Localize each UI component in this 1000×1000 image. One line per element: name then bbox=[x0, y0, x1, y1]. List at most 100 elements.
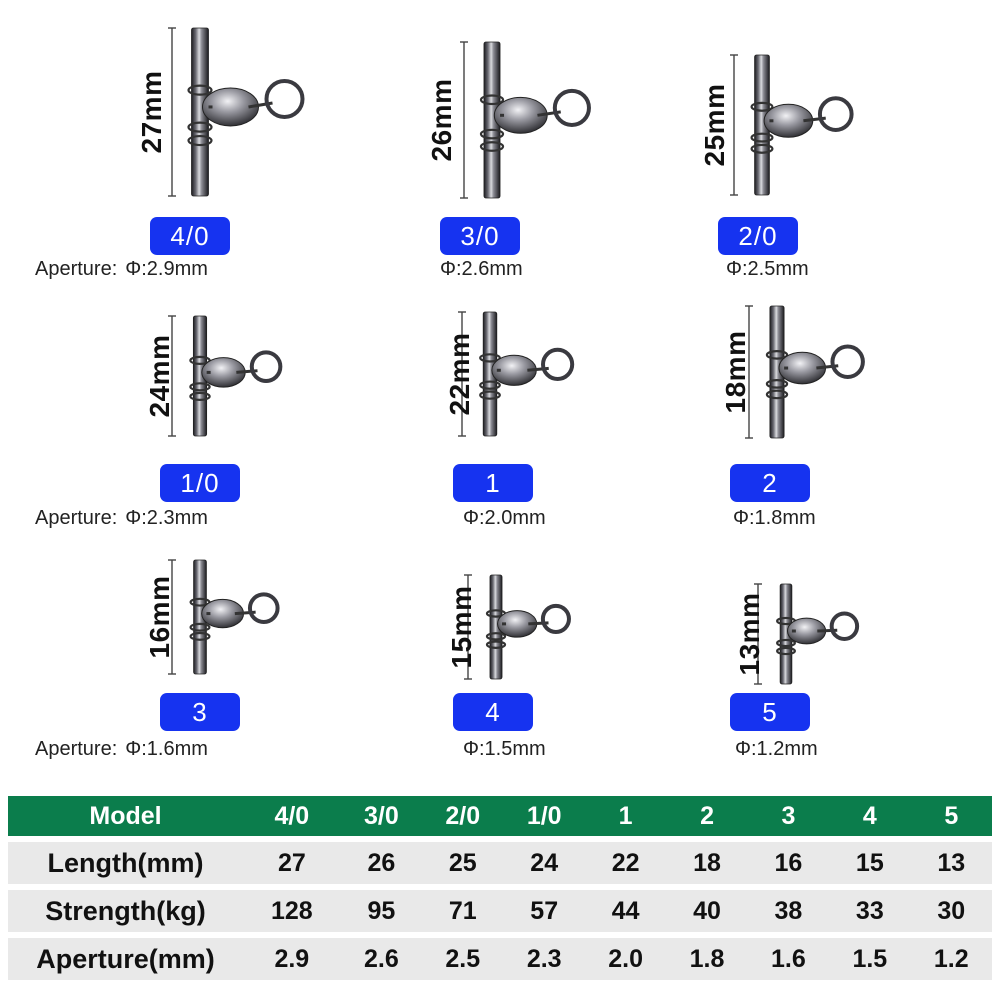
aperture-info: Aperture: Φ:1.6mm bbox=[35, 738, 208, 761]
table-cell: 95 bbox=[340, 890, 423, 932]
aperture-value: Φ:2.5mm bbox=[726, 258, 809, 280]
three-way-swivel-icon bbox=[730, 54, 854, 196]
length-label: 26mm bbox=[426, 78, 457, 162]
table-cell: 24 bbox=[503, 842, 585, 884]
table-cell: 1.8 bbox=[666, 938, 748, 980]
aperture-info: Aperture: Φ:2.3mm bbox=[35, 507, 208, 530]
model-badge: 4 bbox=[453, 693, 533, 731]
aperture-info: Aperture: Φ:2.9mm bbox=[35, 258, 208, 281]
spec-table: Model 4/0 3/0 2/0 1/0 1 2 3 4 5 Length(m… bbox=[8, 790, 992, 986]
table-header-cell: 1/0 bbox=[503, 796, 585, 836]
aperture-info: Φ:2.0mm bbox=[455, 507, 546, 530]
table-cell: 44 bbox=[584, 890, 667, 932]
length-label: 27mm bbox=[136, 70, 167, 154]
aperture-info: Φ:1.5mm bbox=[455, 738, 546, 761]
table-cell: 1.5 bbox=[829, 938, 911, 980]
three-way-swivel-icon bbox=[460, 41, 591, 199]
table-cell: 2.5 bbox=[422, 938, 504, 980]
three-way-swivel-icon bbox=[168, 559, 280, 675]
table-header-cell: 3/0 bbox=[340, 796, 423, 836]
table-cell: 16 bbox=[747, 842, 830, 884]
table-header-row: Model 4/0 3/0 2/0 1/0 1 2 3 4 5 bbox=[8, 796, 992, 836]
table-header-cell: 2 bbox=[666, 796, 748, 836]
aperture-label: Aperture: bbox=[35, 258, 118, 280]
three-way-swivel-icon bbox=[458, 311, 575, 437]
table-header-cell: 4/0 bbox=[243, 796, 341, 836]
table-cell: 26 bbox=[340, 842, 423, 884]
model-badge: 1 bbox=[453, 464, 533, 502]
aperture-value: Φ:2.0mm bbox=[463, 507, 546, 529]
table-cell: 1.6 bbox=[747, 938, 830, 980]
table-cell: 30 bbox=[910, 890, 992, 932]
three-way-swivel-icon bbox=[168, 27, 305, 197]
table-cell: 18 bbox=[666, 842, 748, 884]
three-way-swivel-icon bbox=[464, 574, 571, 680]
length-label: 24mm bbox=[144, 334, 175, 418]
table-cell: 27 bbox=[243, 842, 341, 884]
length-label: 16mm bbox=[144, 575, 175, 659]
length-label: 15mm bbox=[446, 585, 477, 669]
aperture-value: Φ:2.3mm bbox=[125, 507, 208, 529]
table-header-cell: 5 bbox=[910, 796, 992, 836]
three-way-swivel-icon bbox=[745, 305, 865, 439]
table-cell: 2.3 bbox=[503, 938, 585, 980]
table-row-aperture: Aperture(mm) 2.9 2.6 2.5 2.3 2.0 1.8 1.6… bbox=[8, 938, 992, 980]
model-badge: 3 bbox=[160, 693, 240, 731]
length-label: 13mm bbox=[734, 592, 765, 676]
table-cell: 15 bbox=[829, 842, 911, 884]
table-cell: 22 bbox=[584, 842, 667, 884]
model-badge: 4/0 bbox=[150, 217, 230, 255]
table-row-title: Strength(kg) bbox=[8, 890, 243, 932]
aperture-value: Φ:1.8mm bbox=[733, 507, 816, 529]
table-row-strength: Strength(kg) 128 95 71 57 44 40 38 33 30 bbox=[8, 890, 992, 932]
model-badge: 2/0 bbox=[718, 217, 798, 255]
three-way-swivel-icon bbox=[754, 583, 860, 685]
table-cell: 2.6 bbox=[340, 938, 423, 980]
table-cell: 128 bbox=[243, 890, 341, 932]
table-cell: 2.0 bbox=[584, 938, 667, 980]
aperture-label: Aperture: bbox=[35, 507, 118, 529]
table-header-cell: 3 bbox=[747, 796, 830, 836]
aperture-value: Φ:1.5mm bbox=[463, 738, 546, 760]
table-cell: 38 bbox=[747, 890, 830, 932]
table-header-cell: 4 bbox=[829, 796, 911, 836]
table-cell: 13 bbox=[910, 842, 992, 884]
table-cell: 33 bbox=[829, 890, 911, 932]
table-row-length: Length(mm) 27 26 25 24 22 18 16 15 13 bbox=[8, 842, 992, 884]
model-badge: 5 bbox=[730, 693, 810, 731]
model-badge: 3/0 bbox=[440, 217, 520, 255]
length-label: 18mm bbox=[720, 330, 751, 414]
aperture-value: Φ:2.6mm bbox=[440, 258, 523, 280]
model-badge: 1/0 bbox=[160, 464, 240, 502]
table-cell: 2.9 bbox=[243, 938, 341, 980]
aperture-info: Φ:1.2mm bbox=[727, 738, 818, 761]
aperture-value: Φ:1.6mm bbox=[125, 738, 208, 760]
three-way-swivel-icon bbox=[168, 315, 283, 437]
table-row-title: Length(mm) bbox=[8, 842, 243, 884]
model-badge: 2 bbox=[730, 464, 810, 502]
table-header-cell: 1 bbox=[584, 796, 667, 836]
table-row-title: Aperture(mm) bbox=[8, 938, 243, 980]
table-header-cell: 2/0 bbox=[422, 796, 504, 836]
table-header-title: Model bbox=[8, 796, 243, 836]
aperture-value: Φ:2.9mm bbox=[125, 258, 208, 280]
aperture-info: Φ:1.8mm bbox=[725, 507, 816, 530]
aperture-value: Φ:1.2mm bbox=[735, 738, 818, 760]
table-cell: 25 bbox=[422, 842, 504, 884]
aperture-info: Φ:2.6mm bbox=[432, 258, 523, 281]
table-cell: 57 bbox=[503, 890, 585, 932]
table-cell: 1.2 bbox=[910, 938, 992, 980]
table-cell: 71 bbox=[422, 890, 504, 932]
aperture-info: Φ:2.5mm bbox=[718, 258, 809, 281]
aperture-label: Aperture: bbox=[35, 738, 118, 760]
length-label: 25mm bbox=[699, 83, 730, 167]
